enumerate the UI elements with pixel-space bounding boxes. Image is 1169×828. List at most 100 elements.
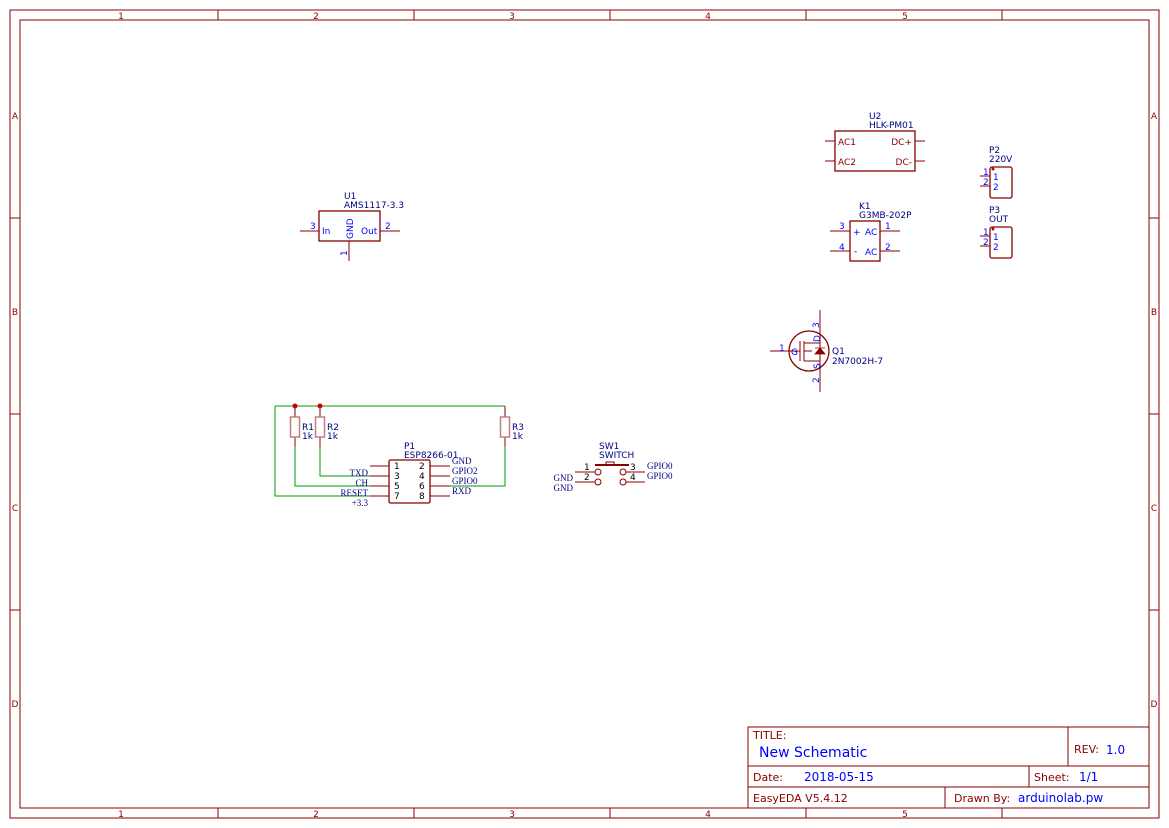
pin-label: GND [346, 218, 356, 239]
row-label: D [12, 700, 19, 710]
title-label: TITLE: [752, 729, 786, 742]
net-label: GPIO0 [452, 476, 478, 486]
p2-ref: P2 [989, 146, 1000, 156]
p3-ref: P3 [989, 206, 1000, 216]
pin-number: 2 [812, 377, 822, 383]
drawn-by-label: Drawn By: [954, 792, 1010, 805]
pin-number: 3 [812, 322, 822, 328]
column-label: 5 [902, 810, 908, 820]
column-label: 3 [509, 12, 515, 22]
column-label: 1 [118, 810, 124, 820]
pin-label: S [813, 363, 823, 369]
net-label: GPIO0 [647, 461, 673, 471]
component-q1[interactable]: Q1 2N7002H-7 1 3 2 G D S [770, 310, 883, 392]
pin-label: AC1 [838, 138, 856, 148]
net-label: +3.3 [352, 498, 369, 508]
component-p3[interactable]: P3 OUT 1 2 1 2 [980, 206, 1013, 259]
pin-number: 4 [419, 472, 425, 482]
pin-number: 3 [310, 222, 316, 232]
pin-label: 2 [993, 243, 999, 253]
pin-number: 1 [340, 250, 350, 256]
pin-label: AC2 [838, 158, 856, 168]
k1-ref: K1 [859, 202, 871, 212]
pin-number: 1 [983, 228, 989, 238]
row-label: D [1151, 700, 1158, 710]
q1-ref: Q1 [832, 347, 845, 357]
column-label: 1 [118, 12, 124, 22]
row-label: B [1151, 308, 1157, 318]
pin-number: 7 [394, 492, 400, 502]
row-label: B [12, 308, 18, 318]
row-label: C [12, 504, 18, 514]
tool-version: EasyEDA V5.4.12 [753, 792, 848, 805]
pin-number: 2 [385, 222, 391, 232]
rev-value: 1.0 [1106, 743, 1125, 757]
r3-value: 1k [512, 432, 524, 442]
drawn-by-value: arduinolab.pw [1018, 791, 1103, 805]
resistor-r2[interactable]: R2 1k [314, 416, 339, 442]
pin-label: In [322, 227, 330, 237]
pin-label: AC [865, 228, 877, 238]
component-u1[interactable]: U1 AMS1117-3.3 3 2 In Out GND 1 [300, 192, 404, 261]
column-label: 4 [705, 12, 711, 22]
pin-label: D [813, 335, 823, 342]
column-label: 4 [705, 810, 711, 820]
pin-number: 2 [584, 473, 590, 483]
pin-number: 3 [394, 472, 400, 482]
pin-label: + [853, 228, 861, 238]
p3-value: OUT [989, 215, 1009, 225]
k1-value: G3MB-202P [859, 211, 912, 221]
component-sw1[interactable]: SW1 SWITCH 1 2 3 4 GND GND GPIO0 GPIO0 [554, 442, 674, 493]
date-value: 2018-05-15 [804, 770, 874, 784]
component-k1[interactable]: K1 G3MB-202P 3 4 1 2 + - AC AC [830, 202, 912, 262]
sheet-label: Sheet: [1034, 771, 1070, 784]
r1-ref: R1 [302, 423, 314, 433]
column-label: 2 [313, 12, 319, 22]
q1-value: 2N7002H-7 [832, 357, 883, 367]
net-label: GND [554, 483, 574, 493]
row-label: A [1151, 112, 1158, 122]
title-block: TITLE: New Schematic REV: 1.0 Date: 2018… [747, 726, 1150, 809]
rev-label: REV: [1074, 743, 1099, 756]
row-label: C [1151, 504, 1157, 514]
p2-value: 220V [989, 155, 1013, 165]
net-label: GPIO0 [647, 471, 673, 481]
net-label: RXD [452, 486, 472, 496]
pin-label: Out [361, 227, 378, 237]
component-p1[interactable]: P1 ESP8266-01 1 3 5 7 2 4 6 8 TXD CH RES… [340, 442, 478, 508]
pin-number: 4 [630, 473, 636, 483]
pin-number: 2 [885, 243, 891, 253]
column-label: 2 [313, 810, 319, 820]
junction [292, 403, 298, 409]
row-label: A [12, 112, 19, 122]
net-label: GND [554, 473, 574, 483]
r3-ref: R3 [512, 423, 524, 433]
date-label: Date: [753, 771, 783, 784]
net-label: CH [355, 478, 368, 488]
pin-number: 6 [419, 482, 425, 492]
pin-number: 1 [885, 222, 891, 232]
pin-number: 3 [839, 222, 845, 232]
pin-number: 2 [419, 462, 425, 472]
pin-number: 8 [419, 492, 425, 502]
component-p2[interactable]: P2 220V 1 2 1 2 [980, 146, 1013, 199]
resistor-r1[interactable]: R1 1k [289, 416, 314, 442]
component-u2[interactable]: U2 HLK-PM01 AC1 AC2 DC+ DC- [825, 112, 925, 172]
pin-number: 3 [630, 463, 636, 473]
pin-number: 1 [983, 168, 989, 178]
pin-label: 1 [993, 233, 999, 243]
u2-ref: U2 [869, 112, 881, 122]
pin-label: 1 [993, 173, 999, 183]
sheet-frame: 1 2 3 4 5 1 2 3 4 5 A B C D A B C D [9, 9, 1160, 820]
sheet-value: 1/1 [1079, 770, 1098, 784]
pin-number: 1 [394, 462, 400, 472]
net-label: GND [452, 456, 472, 466]
pin-number: 1 [584, 463, 590, 473]
sw1-ref: SW1 [599, 442, 619, 452]
resistor-r3[interactable]: R3 1k [499, 416, 524, 442]
pin-label: - [854, 247, 857, 257]
junction [317, 403, 323, 409]
net-label: GPIO2 [452, 466, 478, 476]
column-label: 3 [509, 810, 515, 820]
